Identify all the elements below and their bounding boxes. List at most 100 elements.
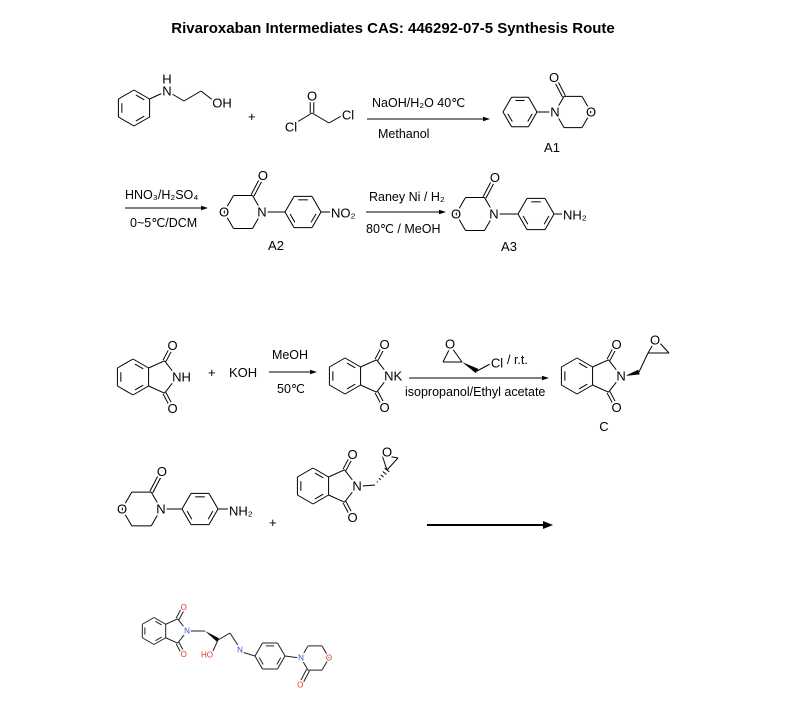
bond xyxy=(217,632,231,641)
bond xyxy=(606,347,614,360)
bond xyxy=(374,392,382,405)
carbonyl-oxygen: O xyxy=(181,603,187,612)
carbonyl-oxygen: O xyxy=(490,170,500,185)
bond xyxy=(362,484,376,487)
nitrogen-atom: N xyxy=(550,105,559,120)
bond xyxy=(254,642,263,657)
bond xyxy=(638,352,649,373)
hashed-bond xyxy=(382,471,387,475)
bond xyxy=(578,383,588,390)
bond xyxy=(148,360,165,369)
bond xyxy=(311,112,330,124)
bond xyxy=(175,609,182,619)
bond xyxy=(517,213,528,230)
bond xyxy=(527,113,533,122)
bond xyxy=(132,385,149,396)
bond xyxy=(376,375,390,393)
reaction-conditions-bottom: Methanol xyxy=(378,127,429,141)
bond xyxy=(300,669,308,681)
bond xyxy=(252,211,263,229)
oxygen-atom: O xyxy=(219,205,229,220)
reaction-step-6 xyxy=(427,521,553,529)
plus-sign-3: + xyxy=(269,515,277,530)
bond xyxy=(118,116,135,127)
bond xyxy=(360,359,377,368)
bond xyxy=(377,348,385,361)
bond xyxy=(177,630,188,644)
compound-label-c: C xyxy=(599,419,608,434)
bond xyxy=(223,195,234,213)
bond xyxy=(557,81,566,96)
bond xyxy=(484,213,495,231)
chlorine-atom: Cl xyxy=(491,356,503,371)
bond xyxy=(155,636,162,642)
bond xyxy=(544,198,555,215)
bond xyxy=(258,657,264,665)
bond xyxy=(381,454,388,471)
bond xyxy=(578,362,588,369)
bond xyxy=(609,348,617,361)
bond xyxy=(252,195,263,213)
reaction-step-5: OCl/ r.t.isopropanol/Ethyl acetate xyxy=(405,335,549,399)
bond xyxy=(277,655,286,670)
plus-sign-2: + xyxy=(208,365,216,380)
bond xyxy=(592,359,609,368)
oxygen-atom: O xyxy=(117,502,127,517)
arrow-head xyxy=(201,205,208,211)
bond xyxy=(121,491,133,510)
bond xyxy=(329,357,346,368)
bond xyxy=(345,458,353,471)
bond xyxy=(592,384,609,393)
bond xyxy=(134,384,144,391)
wedge-bond xyxy=(625,369,640,376)
bond xyxy=(117,385,134,396)
bond xyxy=(329,384,346,395)
arrow-head xyxy=(543,521,553,529)
bond xyxy=(314,493,324,500)
bond xyxy=(544,213,555,230)
compound-label-a1: A1 xyxy=(544,140,560,155)
compound-label-a2: A2 xyxy=(268,238,284,253)
bond xyxy=(117,358,134,369)
bond xyxy=(207,510,214,520)
bond xyxy=(164,360,178,378)
bond xyxy=(241,651,256,657)
bond xyxy=(250,179,260,196)
bond xyxy=(314,472,324,479)
bond xyxy=(208,493,219,510)
epoxide-oxygen: O xyxy=(650,333,660,348)
bond xyxy=(522,215,529,225)
epoxide-oxygen: O xyxy=(445,337,455,352)
hydroxyl-group: OH xyxy=(212,96,232,111)
carbonyl-oxygen: O xyxy=(612,400,622,415)
bond xyxy=(561,384,578,395)
bond xyxy=(178,610,185,620)
bond xyxy=(165,637,178,644)
amine-nitrogen: N xyxy=(237,646,243,655)
bond xyxy=(342,457,350,470)
bond xyxy=(374,347,382,360)
bond xyxy=(133,116,150,127)
bond xyxy=(608,359,622,377)
bond xyxy=(657,340,670,354)
bond xyxy=(455,213,466,231)
bond xyxy=(376,359,390,377)
bond xyxy=(647,340,656,354)
bond xyxy=(455,197,466,215)
bond xyxy=(175,643,182,653)
bond xyxy=(223,211,234,229)
bond xyxy=(310,213,317,223)
bond xyxy=(346,383,356,390)
reaction-conditions-top: HNO₃/H₂SO₄ xyxy=(125,188,198,202)
bond xyxy=(253,181,263,197)
bond xyxy=(344,357,361,368)
bond xyxy=(609,391,617,404)
